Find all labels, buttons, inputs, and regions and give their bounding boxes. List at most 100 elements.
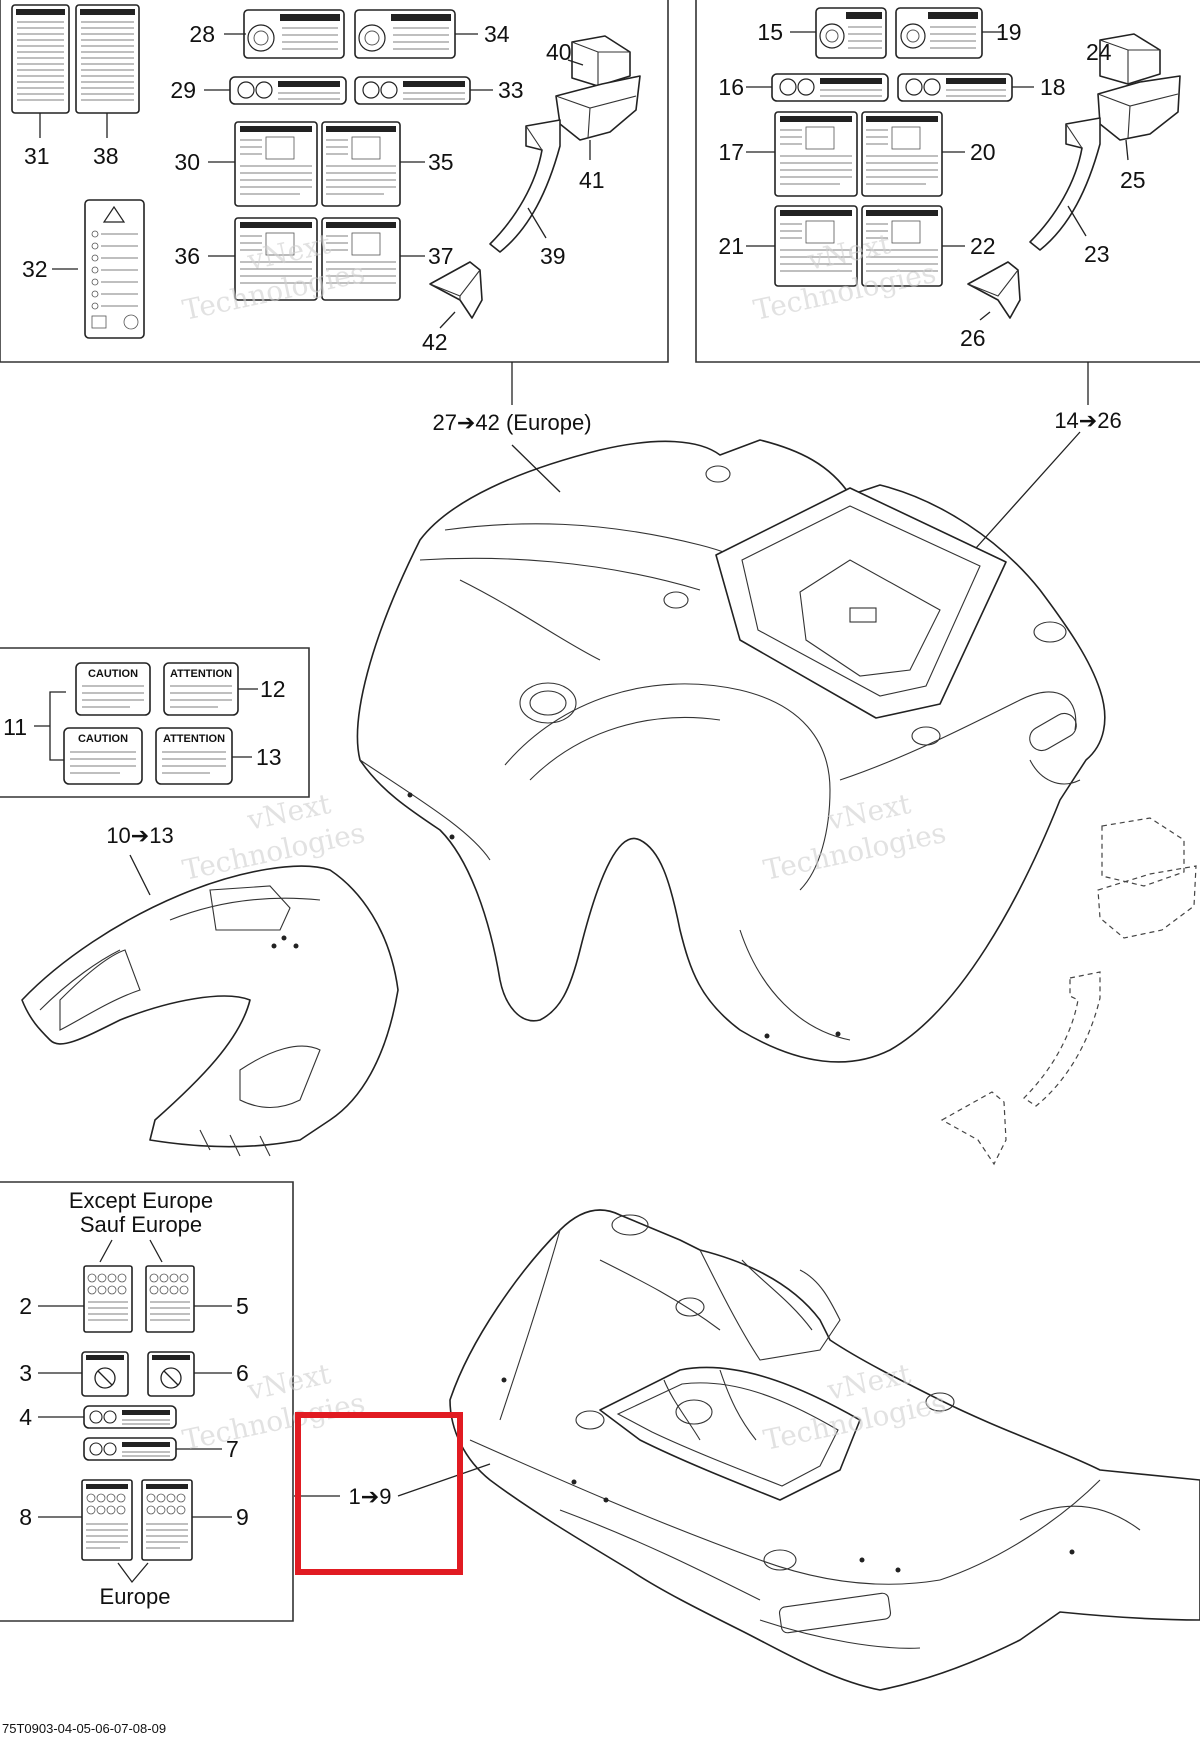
decal-33 <box>354 76 471 105</box>
label-range-front: 10➔13 <box>106 823 173 848</box>
callout-3: 3 <box>19 1360 32 1386</box>
decal-6 <box>147 1351 195 1397</box>
callout-4: 4 <box>19 1404 32 1430</box>
decal-30 <box>234 121 318 207</box>
rear-body-lower <box>449 1209 1200 1691</box>
decal-19 <box>895 7 983 59</box>
protector-24 <box>1099 33 1161 85</box>
decal-38 <box>75 4 140 114</box>
decal-15 <box>815 7 887 59</box>
front-decal-frame: CAUTION ATTENTION CAUTION ATTENTION <box>0 647 310 798</box>
label-range-rear: 1➔9 <box>349 1484 392 1509</box>
decal-29 <box>229 76 347 105</box>
decal-28 <box>243 9 345 59</box>
callout-24: 24 <box>1086 39 1112 65</box>
decal-32 <box>84 199 145 339</box>
callout-16: 16 <box>718 74 744 100</box>
protector-40 <box>571 35 631 87</box>
europe-decal-kit-frame <box>0 0 669 405</box>
callout-26: 26 <box>960 325 986 351</box>
decal-3 <box>81 1351 129 1397</box>
group-labels: 27➔42 (Europe) 14➔26 10➔13 1➔9 Except Eu… <box>69 408 1122 1609</box>
label-range-upper-right: 14➔26 <box>1054 408 1121 433</box>
callout-11: 11 <box>3 714 27 740</box>
protector-41 <box>555 75 641 141</box>
drawing-code: 75T0903-04-05-06-07-08-09 <box>2 1721 166 1736</box>
highlight-box <box>295 1412 463 1575</box>
decal-20 <box>861 111 943 197</box>
decal-caution-lower: CAUTION <box>63 727 143 785</box>
callout-42: 42 <box>422 329 448 355</box>
caution-word: CAUTION <box>88 668 138 680</box>
callout-37: 37 <box>428 243 454 269</box>
callout-33: 33 <box>498 77 524 103</box>
callout-25: 25 <box>1120 167 1146 193</box>
callout-19: 19 <box>996 19 1022 45</box>
callout-40: 40 <box>546 39 572 65</box>
callout-31: 31 <box>24 143 50 169</box>
callout-8: 8 <box>19 1504 32 1530</box>
decal-7 <box>83 1437 177 1461</box>
decal-37 <box>321 217 401 301</box>
ghost-protectors <box>940 817 1197 1166</box>
strip-23 <box>1029 117 1101 251</box>
decal-12: ATTENTION <box>163 662 239 716</box>
decal-9 <box>141 1479 193 1561</box>
decal-18 <box>897 73 1013 102</box>
bracket-26 <box>967 261 1021 319</box>
callout-15: 15 <box>757 19 783 45</box>
decal-22 <box>861 205 943 287</box>
callout-41: 41 <box>579 167 605 193</box>
protector-25 <box>1097 75 1181 141</box>
decal-31 <box>11 4 70 114</box>
callout-9: 9 <box>236 1504 249 1530</box>
callout-6: 6 <box>236 1360 249 1386</box>
rear-body-upper <box>356 439 1106 1063</box>
callout-29: 29 <box>170 77 196 103</box>
decal-5 <box>145 1265 195 1333</box>
callout-34: 34 <box>484 21 510 47</box>
decal-16 <box>771 73 889 102</box>
decal-35 <box>321 121 401 207</box>
callout-7: 7 <box>226 1436 239 1462</box>
strip-39 <box>489 119 561 253</box>
caution-word-lower: CAUTION <box>78 733 128 745</box>
callout-13: 13 <box>256 744 282 770</box>
attention-word: ATTENTION <box>170 668 232 680</box>
callout-labels: 31 38 32 28 34 29 33 30 35 36 37 40 41 3… <box>3 19 1145 1530</box>
attention-word-lower: ATTENTION <box>163 733 225 745</box>
callout-30: 30 <box>174 149 200 175</box>
callout-23: 23 <box>1084 241 1110 267</box>
bracket-42 <box>429 261 483 319</box>
label-except-europe: Except Europe <box>69 1188 213 1213</box>
decal-caution-upper: CAUTION <box>75 662 151 716</box>
decal-13: ATTENTION <box>155 727 233 785</box>
decal-36 <box>234 217 318 301</box>
label-europe-range-upper: 27➔42 (Europe) <box>432 410 591 435</box>
callout-38: 38 <box>93 143 119 169</box>
decal-8 <box>81 1479 133 1561</box>
callout-5: 5 <box>236 1293 249 1319</box>
decal-kit-frame <box>695 0 1200 405</box>
label-sauf-europe: Sauf Europe <box>80 1212 202 1237</box>
front-body <box>21 865 399 1157</box>
callout-18: 18 <box>1040 74 1066 100</box>
callout-35: 35 <box>428 149 454 175</box>
rear-decal-frame <box>0 1181 294 1622</box>
callout-2: 2 <box>19 1293 32 1319</box>
callout-32: 32 <box>22 256 48 282</box>
callout-28: 28 <box>189 21 215 47</box>
callout-36: 36 <box>174 243 200 269</box>
callout-17: 17 <box>718 139 744 165</box>
callout-12: 12 <box>260 676 286 702</box>
decal-34 <box>354 9 456 59</box>
callout-39: 39 <box>540 243 566 269</box>
decal-4 <box>83 1405 177 1429</box>
decal-2 <box>83 1265 133 1333</box>
callout-20: 20 <box>970 139 996 165</box>
callout-21: 21 <box>718 233 744 259</box>
label-europe: Europe <box>100 1584 171 1609</box>
decal-17 <box>774 111 858 197</box>
callout-22: 22 <box>970 233 996 259</box>
